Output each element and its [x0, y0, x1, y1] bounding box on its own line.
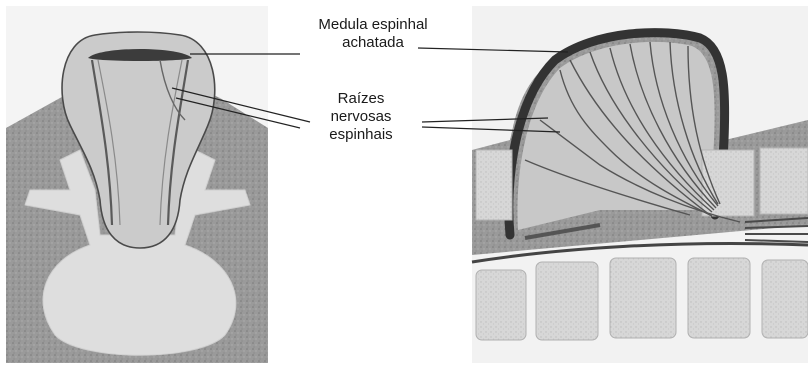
- vertebra-lower: [476, 270, 526, 340]
- label-medula-espinhal: Medula espinhal achatada: [298, 16, 448, 52]
- label-raizes-line2: nervosas: [296, 108, 426, 126]
- vertebra-lower: [688, 258, 750, 338]
- label-raizes-line1: Raízes: [296, 90, 426, 108]
- longitudinal-panel: [472, 6, 808, 363]
- label-raizes-nervosas: Raízes nervosas espinhais: [296, 90, 426, 144]
- vertebral-body: [476, 150, 512, 220]
- vertebra-lower: [536, 262, 598, 340]
- label-medula-line2: achatada: [298, 34, 448, 52]
- label-raizes-line3: espinhais: [296, 126, 426, 144]
- vertebra-lower: [610, 258, 676, 338]
- cross-section-panel: [6, 6, 268, 363]
- vertebral-body: [760, 148, 808, 214]
- vertebra-lower: [762, 260, 808, 338]
- label-medula-line1: Medula espinhal: [298, 16, 448, 34]
